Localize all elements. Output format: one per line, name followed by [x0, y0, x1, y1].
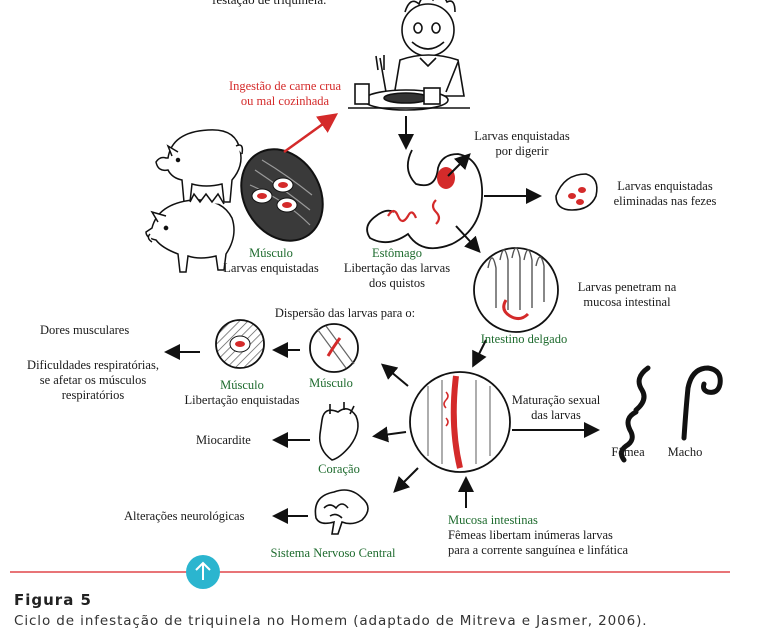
- male-label: Macho: [667, 445, 703, 459]
- heart-icon: [318, 402, 359, 461]
- figure-title: Figura 5: [14, 591, 92, 609]
- pig-icon: [155, 129, 244, 203]
- arrow-to-mucosa: [472, 339, 487, 368]
- mucosa-circle-icon: [409, 371, 511, 473]
- female-label: Fêmea: [611, 445, 645, 459]
- muscle-left-icon: [215, 319, 265, 369]
- cns-label: Sistema Nervoso Central: [270, 546, 396, 560]
- arrow-to-muscle-mid: [380, 363, 409, 387]
- scroll-up-button[interactable]: [186, 555, 220, 589]
- worm-female-icon: [618, 365, 651, 463]
- miocardite-label: Miocardite: [196, 433, 251, 447]
- intestine-label: Intestino delgado: [480, 332, 568, 346]
- figure-caption: Ciclo de infestação de triquinela no Hom…: [14, 613, 648, 629]
- feces-cysts-icon: [555, 173, 598, 211]
- top-cut-text: festação de triquinela.: [212, 0, 326, 8]
- arrow-to-heart: [372, 426, 407, 443]
- neuro-label: Alterações neurológicas: [124, 509, 245, 523]
- muscle-cyst-icon: [240, 148, 324, 242]
- arrow-ingestion: [283, 113, 339, 154]
- arrow-to-intestine: [455, 225, 481, 253]
- stomach-icon: [366, 149, 483, 250]
- worm-male-icon: [681, 365, 723, 441]
- person-eating-icon: [348, 0, 470, 111]
- arrow-to-undigested: [447, 153, 471, 177]
- muscle-mid-icon: [309, 323, 359, 373]
- muscle-mid-label: Músculo: [309, 376, 353, 390]
- respiratory-label: Dificuldades respiratórias,se afetar os …: [27, 358, 159, 402]
- arrow-to-brain: [393, 467, 419, 493]
- brain-icon: [314, 489, 369, 535]
- heart-label: Coração: [318, 462, 360, 476]
- intestine-icon: [473, 247, 559, 333]
- dores-label: Dores musculares: [40, 323, 130, 337]
- boar-icon: [145, 192, 235, 273]
- up-arrow-icon: [195, 561, 211, 580]
- dispersion-label: Dispersão das larvas para o:: [274, 306, 416, 320]
